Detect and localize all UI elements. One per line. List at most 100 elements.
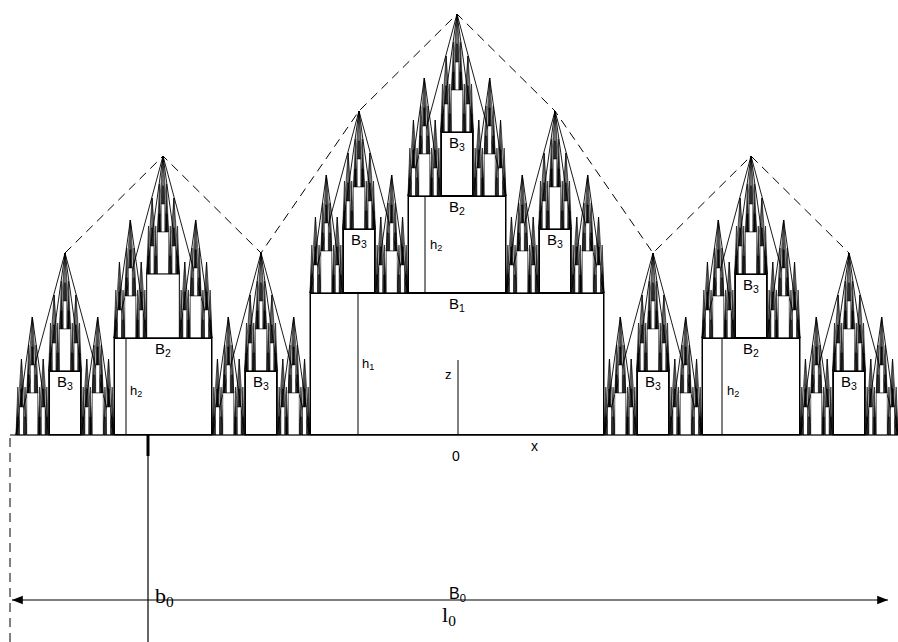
block xyxy=(499,168,503,196)
arch-line xyxy=(430,120,441,196)
block xyxy=(838,325,839,343)
arch-line xyxy=(778,220,789,296)
block xyxy=(97,347,98,365)
arch-line xyxy=(16,359,27,435)
block xyxy=(206,292,207,310)
block xyxy=(108,389,109,407)
block xyxy=(344,211,345,229)
arch-line xyxy=(677,387,681,435)
arch-line xyxy=(727,262,731,310)
arch-line xyxy=(713,248,717,296)
block xyxy=(423,126,427,154)
block xyxy=(279,417,280,435)
block xyxy=(798,320,799,338)
block xyxy=(90,417,91,435)
arch-line xyxy=(259,253,263,301)
arch-line xyxy=(103,359,114,435)
arch-line xyxy=(626,387,630,435)
arch-line xyxy=(517,175,528,251)
arch-line xyxy=(764,226,768,274)
block xyxy=(732,320,733,338)
block xyxy=(888,417,889,435)
arch-line xyxy=(277,387,281,435)
block xyxy=(431,178,432,196)
arch-line xyxy=(873,387,877,435)
arch-line xyxy=(459,42,463,90)
arch-line xyxy=(321,203,325,251)
arch-line xyxy=(720,248,724,296)
block xyxy=(293,347,294,365)
block xyxy=(379,265,383,293)
block xyxy=(335,265,339,293)
arch-line xyxy=(746,184,750,232)
arch-line xyxy=(252,323,256,371)
block-box: B3 xyxy=(833,371,866,435)
arch-line xyxy=(375,245,379,293)
arch-line xyxy=(473,148,477,196)
arch-line xyxy=(887,359,898,435)
block xyxy=(310,293,604,435)
arch-line xyxy=(767,220,800,338)
arch-line xyxy=(114,290,118,338)
block xyxy=(591,233,592,251)
arch-line xyxy=(325,175,329,223)
block xyxy=(126,278,127,296)
arch-line xyxy=(746,156,757,232)
arch-line xyxy=(637,253,670,371)
arch-line xyxy=(194,220,198,268)
arch-line xyxy=(669,317,702,435)
arch-line xyxy=(571,217,582,293)
block xyxy=(150,246,154,274)
block xyxy=(75,325,76,343)
arch-line xyxy=(441,14,474,132)
block xyxy=(147,274,180,338)
arch-line xyxy=(368,153,372,201)
arch-line xyxy=(201,262,212,338)
arch-line xyxy=(564,153,568,201)
block xyxy=(475,178,476,196)
arch-line xyxy=(179,262,190,338)
block xyxy=(92,393,103,435)
block xyxy=(83,417,84,435)
block xyxy=(517,251,528,293)
arch-line xyxy=(266,295,277,371)
block xyxy=(477,168,481,196)
block xyxy=(471,114,472,132)
block xyxy=(790,320,791,338)
block xyxy=(346,201,350,229)
arch-line xyxy=(836,295,840,343)
arch-line xyxy=(161,156,165,204)
block xyxy=(558,169,559,187)
arch-line xyxy=(815,317,819,365)
block xyxy=(259,301,263,329)
arch-line xyxy=(531,217,535,265)
block xyxy=(539,229,572,293)
arch-line xyxy=(756,226,760,274)
block-label: B3 xyxy=(645,372,661,391)
block xyxy=(60,329,71,371)
block xyxy=(141,292,142,310)
arch-line xyxy=(589,203,593,251)
block xyxy=(540,211,541,229)
arch-line xyxy=(34,345,38,393)
arch-line xyxy=(880,317,884,365)
arch-line xyxy=(292,317,296,365)
block xyxy=(801,417,802,435)
block xyxy=(72,353,73,371)
block xyxy=(412,168,416,196)
block xyxy=(582,251,593,293)
block xyxy=(729,292,730,310)
arch-line xyxy=(321,175,332,251)
arch-line xyxy=(419,78,430,154)
block xyxy=(760,246,764,274)
arches xyxy=(16,14,898,435)
block xyxy=(63,301,67,329)
block xyxy=(504,178,505,196)
arch-line xyxy=(706,262,710,310)
arch-line xyxy=(735,198,746,274)
block xyxy=(377,275,378,293)
arch-line xyxy=(67,281,71,329)
block xyxy=(391,205,392,223)
block xyxy=(288,393,299,435)
block xyxy=(456,44,457,62)
